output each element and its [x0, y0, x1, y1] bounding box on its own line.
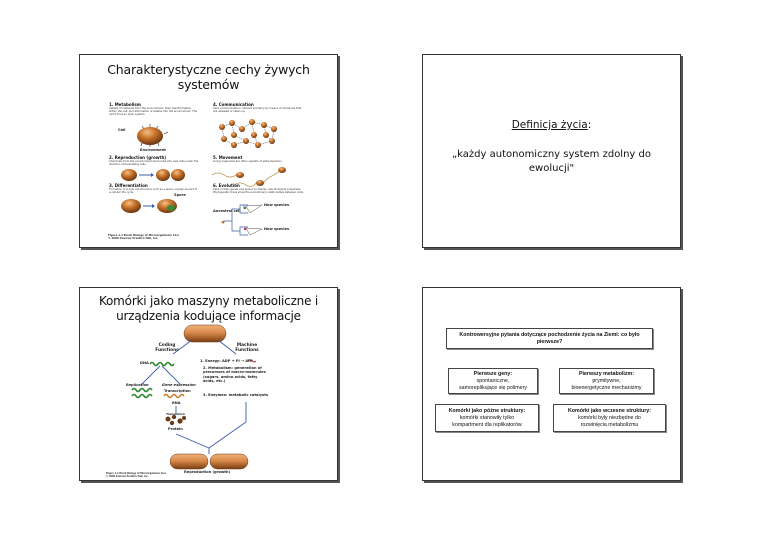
metabolism-cell-illustration [137, 124, 169, 147]
option-cells-early: Komórki jako wczesne struktury: komórki … [553, 404, 666, 432]
label-new-species-2: New species [264, 227, 290, 231]
transcription-label: Transcription [164, 389, 191, 393]
step-title: 6. Evolution [213, 183, 240, 188]
step-desc: Cells communicate or interact primarily … [213, 107, 302, 113]
label-environment: Environment [140, 148, 166, 152]
step-desc: Formation of a new cell structure such a… [109, 188, 198, 194]
cell-icon [137, 127, 163, 145]
protein-label: Protein [168, 427, 183, 431]
step-title: 4. Communication [213, 102, 254, 107]
rna-label: RNA [172, 401, 181, 405]
slide-title: Charakterystyczne cechy żywych systemów [107, 62, 310, 92]
movement-illustration [211, 167, 286, 187]
reproduction-label: Reproduction (growth) [184, 470, 231, 474]
slide-definition: Definicja życia: „każdy autonomiczny sys… [422, 54, 681, 248]
definition-body: „każdy autonomiczny system zdolny do ewo… [451, 149, 651, 174]
definition-heading: Definicja życia: [511, 119, 592, 131]
step-desc: Cells contain genes and evolve to displa… [213, 188, 304, 194]
question-text: Kontrowersyjne pytania dotyczące pochodz… [459, 332, 640, 345]
option-first-genes: Pierwsze geny: spontaniczne, samorepliku… [448, 368, 538, 394]
coding-machine-diagram [131, 324, 257, 470]
rna-strand [163, 393, 185, 399]
option-cells-late: Komórki jako późne struktury: komórki st… [435, 404, 539, 432]
step-movement: 5. Movement Living organisms are often c… [213, 155, 303, 163]
question-box: Kontrowersyjne pytania dotyczące pochodz… [446, 328, 653, 349]
step-title: 3. Differentiation [109, 183, 148, 188]
step-communication: 4. Communication Cells communicate or in… [213, 102, 303, 113]
phylogenetic-tree-illustration [221, 204, 263, 236]
figure-caption: Figure 1.4 Brock Biology of Microorganis… [106, 472, 166, 478]
step-title: 1. Metabolism [109, 102, 141, 107]
dna-strand [149, 361, 175, 367]
step-differentiation: 3. Differentiation Formation of a new ce… [109, 183, 199, 194]
step-title: 5. Movement [213, 155, 243, 160]
dna-label: DNA [140, 361, 149, 365]
label-ancestral-cell: Ancestral cell [213, 209, 241, 213]
machine-item-energy: 1. Energy: ADP + Pi → ATP [200, 359, 253, 363]
slide-title: Komórki jako maszyny metaboliczne i urzą… [98, 294, 319, 323]
replication-label: Replication [126, 383, 149, 387]
step-reproduction: 2. Reproduction (growth) Chemicals from … [109, 155, 199, 166]
label-cell: Cell [118, 128, 126, 132]
label-new-species-1: New species [264, 203, 290, 207]
option-first-metabolism: Pierwszy metabolizm: prymitywne, bioener… [559, 368, 654, 394]
differentiation-illustration [121, 199, 177, 213]
figure-caption: Figure 1.1 Brock Biology of Microorganis… [108, 234, 180, 240]
cell-icon [183, 324, 227, 343]
step-evolution: 6. Evolution Cells contain genes and evo… [213, 183, 308, 194]
slide-cells-as-machines: Komórki jako maszyny metaboliczne i urzą… [79, 287, 338, 481]
communication-illustration [219, 119, 277, 148]
slide-origin-questions: Kontrowersyjne pytania dotyczące pochodz… [422, 287, 681, 481]
step-desc: Chemicals from the environment are turne… [109, 160, 199, 166]
step-desc: Living organisms are often capable of se… [213, 160, 283, 163]
gene-expression-label: Gene expression [162, 383, 196, 387]
machine-item-metabolism: 2. Metabolism: generation of precursors … [203, 366, 266, 383]
translation-label: Translation [166, 412, 185, 416]
slide-characteristics: Charakterystyczne cechy żywych systemów … [79, 54, 338, 248]
machine-functions-header: Machine Functions [235, 343, 259, 353]
step-desc: Uptake of nutrients from the environment… [109, 107, 197, 116]
step-metabolism: 1. Metabolism Uptake of nutrients from t… [109, 102, 199, 116]
label-spore: Spore [174, 193, 186, 197]
coding-functions-header: Coding Functions [155, 343, 179, 353]
machine-item-enzymes: 3. Enzymes: metabolic catalysts [203, 393, 269, 397]
reproduction-illustration [121, 169, 185, 181]
step-title: 2. Reproduction (growth) [109, 155, 167, 160]
